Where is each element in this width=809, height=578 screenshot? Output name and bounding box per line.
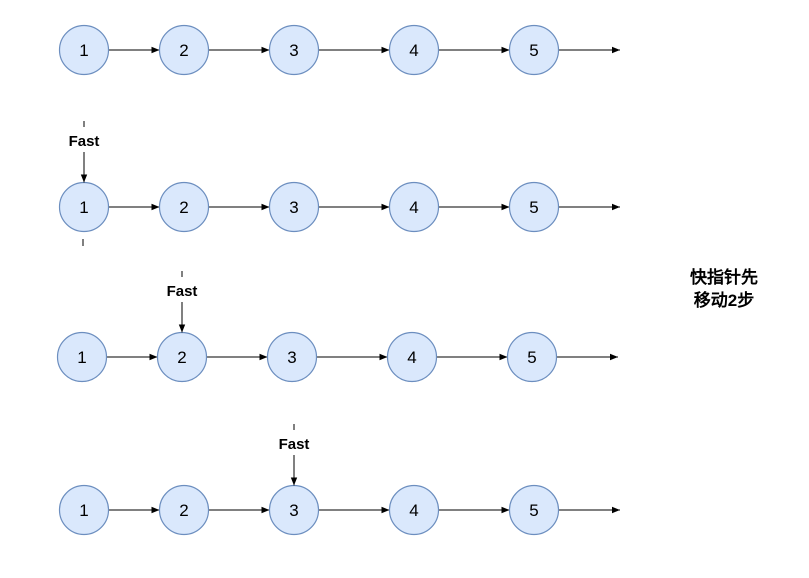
node-circle (268, 24, 320, 76)
list-node: 4 (388, 484, 440, 536)
list-node: 1 (58, 181, 110, 233)
list-node: 5 (508, 484, 560, 536)
pointer-label: Fast (279, 436, 310, 453)
caption: 快指针先 移动2步 (690, 267, 758, 310)
node-circle (158, 181, 210, 233)
node-circle (508, 181, 560, 233)
fast-pointer: Fast (279, 424, 310, 486)
node-circle (388, 24, 440, 76)
node-label: 3 (289, 198, 298, 217)
node-circle (58, 484, 110, 536)
node-label: 4 (409, 41, 418, 60)
node-circle (388, 484, 440, 536)
node-label: 5 (529, 41, 538, 60)
node-circle (266, 331, 318, 383)
list-node: 1 (58, 484, 110, 536)
list-row: 1 2 3 4 5 Fast (56, 271, 618, 383)
list-row: 1 2 3 4 5 Fast (58, 424, 620, 536)
node-label: 4 (409, 501, 418, 520)
list-node: 3 (266, 331, 318, 383)
node-circle (58, 24, 110, 76)
node-label: 2 (179, 41, 188, 60)
list-node: 2 (158, 24, 210, 76)
list-node: 3 (268, 24, 320, 76)
list-row: 1 2 3 4 5 Fast (58, 121, 620, 246)
node-label: 4 (409, 198, 418, 217)
node-label: 5 (529, 501, 538, 520)
node-label: 2 (177, 348, 186, 367)
node-label: 2 (179, 198, 188, 217)
node-label: 4 (407, 348, 416, 367)
list-node: 2 (158, 181, 210, 233)
list-row: 1 2 3 4 5 (58, 24, 620, 76)
node-circle (386, 331, 438, 383)
node-circle (388, 181, 440, 233)
list-node: 4 (388, 24, 440, 76)
list-node: 4 (388, 181, 440, 233)
list-node: 3 (268, 181, 320, 233)
node-label: 1 (79, 41, 88, 60)
node-circle (158, 484, 210, 536)
caption-line-1: 快指针先 (690, 267, 758, 287)
node-label: 5 (529, 198, 538, 217)
list-node: 1 (56, 331, 108, 383)
node-label: 5 (527, 348, 536, 367)
list-node: 4 (386, 331, 438, 383)
caption-line-2: 移动2步 (694, 290, 754, 310)
fast-pointer: Fast (167, 271, 198, 333)
node-circle (56, 331, 108, 383)
list-node: 5 (506, 331, 558, 383)
node-label: 1 (79, 501, 88, 520)
list-node: 5 (508, 181, 560, 233)
node-label: 1 (79, 198, 88, 217)
pointer-label: Fast (69, 133, 100, 150)
list-node: 2 (158, 484, 210, 536)
node-circle (508, 24, 560, 76)
fast-pointer: Fast (69, 121, 100, 246)
node-label: 3 (289, 41, 298, 60)
list-node: 2 (156, 331, 208, 383)
node-label: 1 (77, 348, 86, 367)
list-node: 1 (58, 24, 110, 76)
pointer-label: Fast (167, 283, 198, 300)
list-node: 3 (268, 484, 320, 536)
list-node: 5 (508, 24, 560, 76)
node-circle (506, 331, 558, 383)
node-label: 3 (287, 348, 296, 367)
node-circle (158, 24, 210, 76)
node-label: 3 (289, 501, 298, 520)
node-circle (268, 181, 320, 233)
node-label: 2 (179, 501, 188, 520)
node-circle (508, 484, 560, 536)
